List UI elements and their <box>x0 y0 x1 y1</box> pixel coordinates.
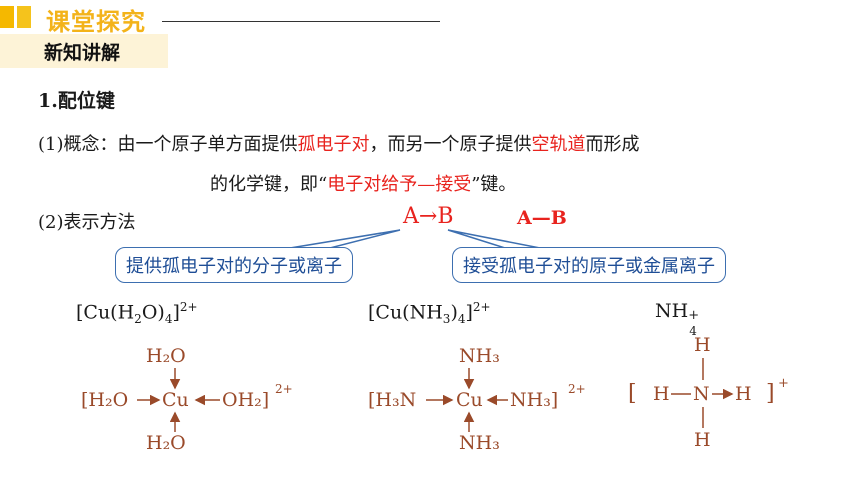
water-bottom-ligand: H₂O <box>146 432 186 454</box>
concept-line-2: 的化学键，即“电子对给予—接受”键。 <box>210 170 516 196</box>
formula-2-charge: 2+ <box>472 300 491 314</box>
formula-2-mid: ) <box>450 301 458 324</box>
formula-3-sub: 4 <box>689 324 697 338</box>
concept-label: 概念： <box>63 134 118 155</box>
formula-2-sub-a: 3 <box>442 312 451 327</box>
formula-3-charge: + <box>688 308 700 323</box>
ammonium-bottom-h: H <box>694 429 711 451</box>
concept-text-3: 而形成 <box>585 134 640 155</box>
ammonium-left-bracket: [ <box>628 381 637 406</box>
highlight-lone-pair: 孤电子对 <box>297 134 370 155</box>
formula-1-main: [Cu(H <box>76 301 135 324</box>
ammine-charge: 2+ <box>568 382 586 396</box>
ammonium-center-n: N <box>693 383 710 405</box>
donor-bubble: 提供孤电子对的分子或离子 <box>115 247 353 283</box>
header-accent-block-1 <box>0 6 14 28</box>
representation-line: (2)表示方法 <box>38 208 136 234</box>
formula-copper-ammine: [Cu(NH3)4]2+ <box>368 300 491 326</box>
dash-notation: A—B <box>517 207 567 229</box>
water-right-ligand: OH₂] <box>222 389 270 411</box>
highlight-empty-orbital: 空轨道 <box>531 134 586 155</box>
concept-number: (1) <box>38 134 64 155</box>
formula-1-charge: 2+ <box>179 300 198 314</box>
header-underline <box>162 21 440 22</box>
formula-1-end: ] <box>172 301 180 324</box>
formula-2-sub-b: 4 <box>457 312 466 327</box>
concept-text-2: ，而另一个原子提供 <box>369 134 532 155</box>
formula-1-sub-a: 2 <box>134 312 142 327</box>
ammine-top-ligand: NH₃ <box>459 345 500 367</box>
water-top-ligand: H₂O <box>146 345 186 367</box>
header-accent-block-2 <box>17 6 31 28</box>
ammine-center-atom: Cu <box>456 389 483 411</box>
ammonium-left-h: H <box>653 383 670 405</box>
water-center-atom: Cu <box>162 389 189 411</box>
formula-ammonium: NH+4 <box>655 300 700 338</box>
acceptor-bubble: 接受孤电子对的原子或金属离子 <box>452 247 726 283</box>
concept-line-1: (1)概念：由一个原子单方面提供孤电子对，而另一个原子提供空轨道而形成 <box>38 130 640 156</box>
subtitle: 新知讲解 <box>44 42 121 64</box>
water-charge: 2+ <box>275 382 293 396</box>
concept-text-1: 由一个原子单方面提供 <box>117 134 298 155</box>
ammonium-right-h: H <box>735 383 752 405</box>
ammine-bottom-ligand: NH₃ <box>459 432 500 454</box>
subtitle-bar <box>0 34 168 68</box>
formula-3-main: NH <box>655 300 689 322</box>
highlight-donor-acceptor: 电子对给予—接受 <box>327 174 472 195</box>
formula-copper-aqua: [Cu(H2O)4]2+ <box>76 300 198 326</box>
section-heading: 1.配位键 <box>38 90 115 112</box>
ammonium-right-bracket: ] <box>766 381 775 406</box>
concept-text-4: 的化学键，即“ <box>210 174 328 195</box>
concept-text-5: ”键。 <box>471 174 517 195</box>
arrow-notation: A→B <box>403 204 454 229</box>
water-left-ligand: [H₂O <box>81 389 129 411</box>
ammonium-top-h: H <box>694 334 711 356</box>
formula-2-end: ] <box>465 301 473 324</box>
ammonium-charge: + <box>778 376 789 391</box>
page-title: 课堂探究 <box>46 8 146 36</box>
formula-1-mid: O) <box>141 301 165 324</box>
ammine-right-ligand: NH₃] <box>510 389 559 411</box>
formula-1-sub-b: 4 <box>164 312 173 327</box>
representation-number: (2) <box>38 212 64 233</box>
ammine-left-ligand: [H₃N <box>368 389 417 411</box>
formula-2-main: [Cu(NH <box>368 301 443 324</box>
representation-label: 表示方法 <box>63 212 136 233</box>
